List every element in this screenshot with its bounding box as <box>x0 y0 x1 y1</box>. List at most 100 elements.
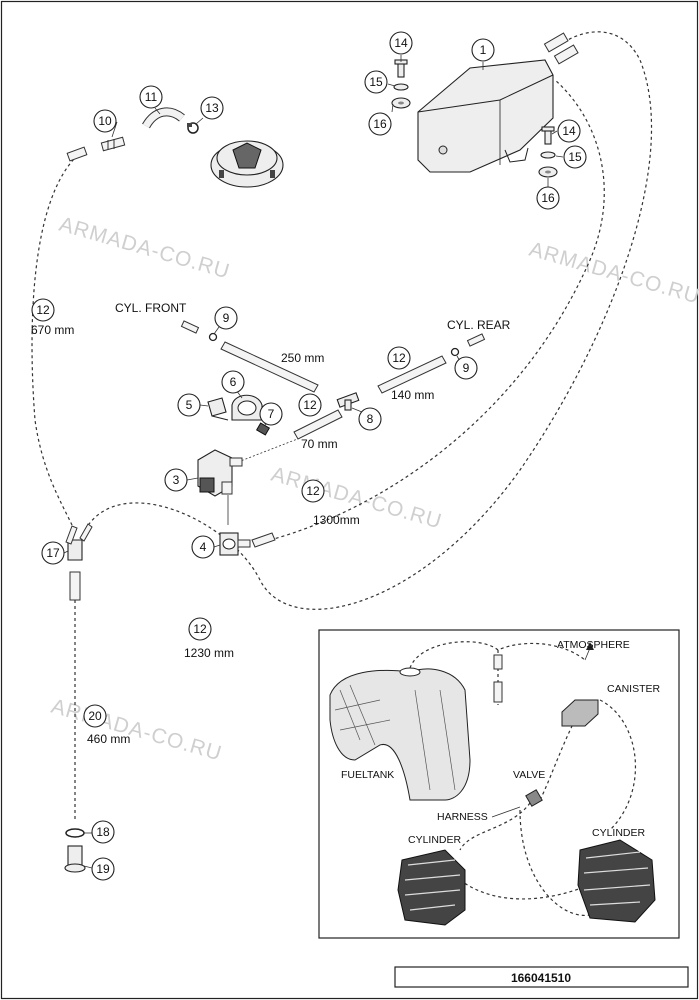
valve-3 <box>197 449 243 497</box>
callout-12-670: 12 <box>31 298 55 322</box>
callout-19: 19 <box>83 857 115 881</box>
callout-16-right: 16 <box>536 178 560 210</box>
callout-3: 3 <box>164 468 199 492</box>
callout-9-rear: 9 <box>454 355 478 380</box>
hose-to-valve <box>237 437 301 463</box>
mount-hardware-left <box>391 59 411 109</box>
callout-12-1230: 12 <box>188 617 212 641</box>
label-460mm: 460 mm <box>87 732 130 746</box>
callout-1: 1 <box>471 38 495 70</box>
elbow-hose-11 <box>142 107 185 129</box>
tube-140 <box>377 355 447 394</box>
svg-text:5: 5 <box>186 398 193 412</box>
callout-13: 13 <box>195 96 224 125</box>
callout-10: 10 <box>93 109 118 138</box>
label-250mm: 250 mm <box>281 351 324 365</box>
inset-cylinder-left <box>397 849 466 926</box>
svg-text:7: 7 <box>268 407 275 421</box>
hose-670 <box>31 154 79 526</box>
svg-text:13: 13 <box>205 101 219 115</box>
label-670mm: 670 mm <box>31 323 74 337</box>
bracket-5 <box>207 397 229 421</box>
tube-20 <box>69 571 81 601</box>
canister-nipples <box>543 32 579 65</box>
canister-part <box>417 59 554 173</box>
svg-text:19: 19 <box>96 862 110 876</box>
svg-text:4: 4 <box>200 540 207 554</box>
inset-label-harness: HARNESS <box>437 811 488 823</box>
callout-7: 7 <box>259 402 283 426</box>
inset-label-canister: CANISTER <box>607 683 661 695</box>
svg-text:14: 14 <box>394 36 408 50</box>
callout-20: 20 <box>83 704 107 728</box>
tee-piece-8 <box>336 392 360 411</box>
svg-text:11: 11 <box>145 90 158 104</box>
holder-6 <box>231 394 263 421</box>
mount-hardware-right <box>538 126 558 178</box>
tube-70 <box>293 409 343 440</box>
callout-17: 17 <box>41 541 69 565</box>
svg-text:12: 12 <box>303 398 317 412</box>
watermark-1: ARMADA-CO.RU <box>57 213 233 284</box>
callout-14-right: 14 <box>551 119 581 143</box>
diagram-code: 166041510 <box>511 971 571 985</box>
diagram-code-box: 166041510 <box>394 966 689 988</box>
inset-canister <box>561 699 599 727</box>
callout-8: 8 <box>351 407 382 431</box>
svg-text:20: 20 <box>88 709 102 723</box>
label-70mm: 70 mm <box>301 437 338 451</box>
svg-text:12: 12 <box>306 484 320 498</box>
filter-19 <box>64 845 86 873</box>
clamp-13 <box>187 122 199 134</box>
inset-hose-harness <box>519 809 591 916</box>
watermark-4: ARMADA-CO.RU <box>49 695 225 766</box>
screw-7 <box>255 422 271 436</box>
callout-4: 4 <box>191 535 221 559</box>
callout-14-left: 14 <box>389 31 413 62</box>
atm-arrow <box>586 642 594 650</box>
callout-5: 5 <box>177 393 209 417</box>
svg-text:8: 8 <box>367 412 374 426</box>
svg-text:9: 9 <box>223 311 230 325</box>
svg-text:12: 12 <box>392 351 406 365</box>
label-cyl-rear: CYL. REAR <box>447 318 511 332</box>
svg-text:16: 16 <box>541 191 555 205</box>
inset-cylinder-right <box>577 839 656 923</box>
svg-text:15: 15 <box>568 150 582 164</box>
fuel-cap <box>210 140 284 188</box>
svg-text:15: 15 <box>369 75 383 89</box>
fitting-10 <box>66 136 126 162</box>
tube-250 <box>220 341 319 393</box>
svg-text:18: 18 <box>96 825 110 839</box>
inset-label-cylinder-right: CYLINDER <box>592 827 646 839</box>
callout-12-70: 12 <box>298 393 322 417</box>
nipple-rear <box>450 333 486 357</box>
inset-fueltank <box>329 667 471 801</box>
label-cyl-front: CYL. FRONT <box>115 301 187 315</box>
label-1230mm: 1230 mm <box>184 646 234 660</box>
inset-fitting-1 <box>493 654 503 670</box>
inset-hose-atm <box>409 641 586 669</box>
callout-11: 11 <box>139 85 163 115</box>
svg-text:17: 17 <box>46 546 60 560</box>
callout-12-140: 12 <box>387 346 411 370</box>
callout-15-left: 15 <box>364 70 396 94</box>
callout-12-1300: 12 <box>301 479 325 503</box>
callouts: 1 14 15 16 14 15 16 10 11 13 12 9 12 9 6… <box>31 31 587 881</box>
svg-text:14: 14 <box>562 124 576 138</box>
label-1300mm: 1300mm <box>313 513 360 527</box>
inset-label-valve: VALVE <box>513 769 545 781</box>
tee-piece-17 <box>65 523 93 561</box>
tube-1300-start <box>251 532 276 548</box>
label-140mm: 140 mm <box>391 388 434 402</box>
hose-lines <box>31 31 653 820</box>
svg-text:6: 6 <box>230 375 237 389</box>
watermark-2: ARMADA-CO.RU <box>527 238 699 309</box>
callout-15-right: 15 <box>555 145 587 169</box>
inset-hose-cylL-cylR <box>459 879 601 900</box>
hose-1300 <box>269 79 605 541</box>
callout-18: 18 <box>84 820 115 844</box>
